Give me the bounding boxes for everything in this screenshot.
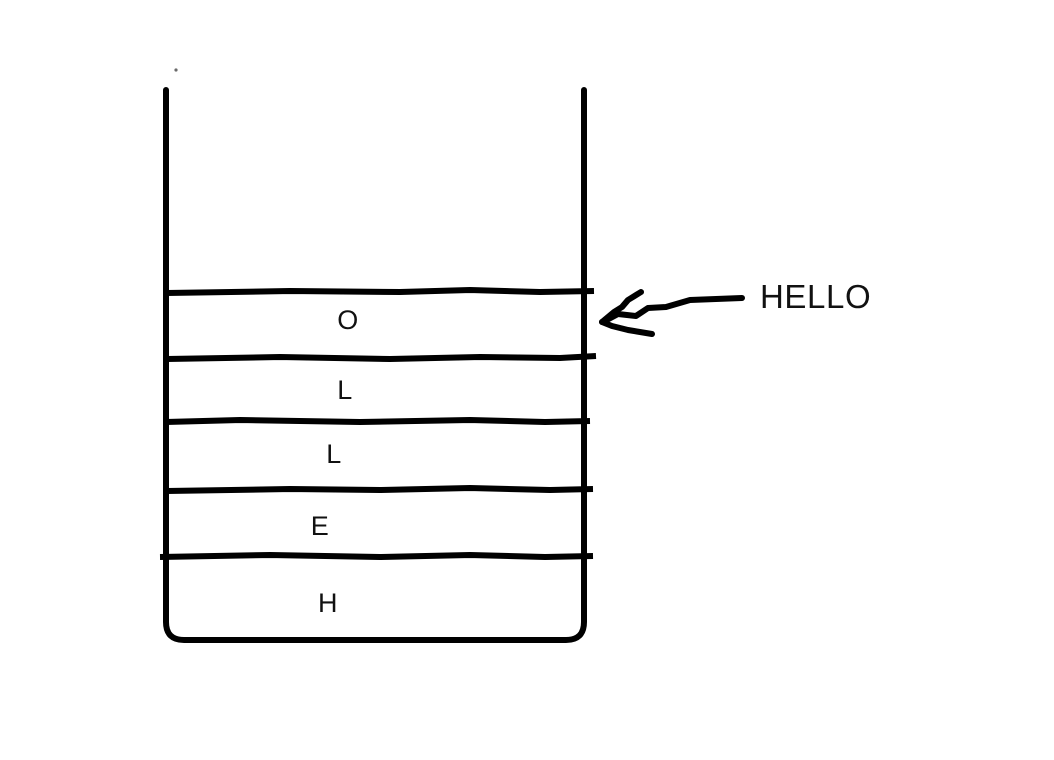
divider-above-o: [166, 286, 595, 296]
divider-l-l: [165, 416, 591, 426]
arrow-barb-upper: [599, 289, 644, 325]
divider-o-l: [166, 353, 597, 363]
divider-l-e: [166, 484, 594, 494]
stray-dot-artifact: [174, 68, 178, 72]
hello-annotation-label: HELLO: [760, 278, 872, 315]
arrow-shaft: [600, 295, 745, 325]
stack-dividers: [159, 286, 597, 561]
arrow-barb-lower: [599, 319, 655, 337]
stack-cell-label-o: O: [337, 305, 359, 335]
stack-cell-label-e: E: [310, 511, 330, 541]
stack-cell-label-l-upper: L: [337, 375, 353, 405]
pointer-arrow-group: [599, 289, 745, 337]
stack-cell-label-l-lower: L: [326, 439, 342, 469]
divider-e-h: [159, 551, 594, 561]
stack-container-outline: [163, 87, 587, 643]
stack-cell-label-h: H: [318, 588, 338, 618]
